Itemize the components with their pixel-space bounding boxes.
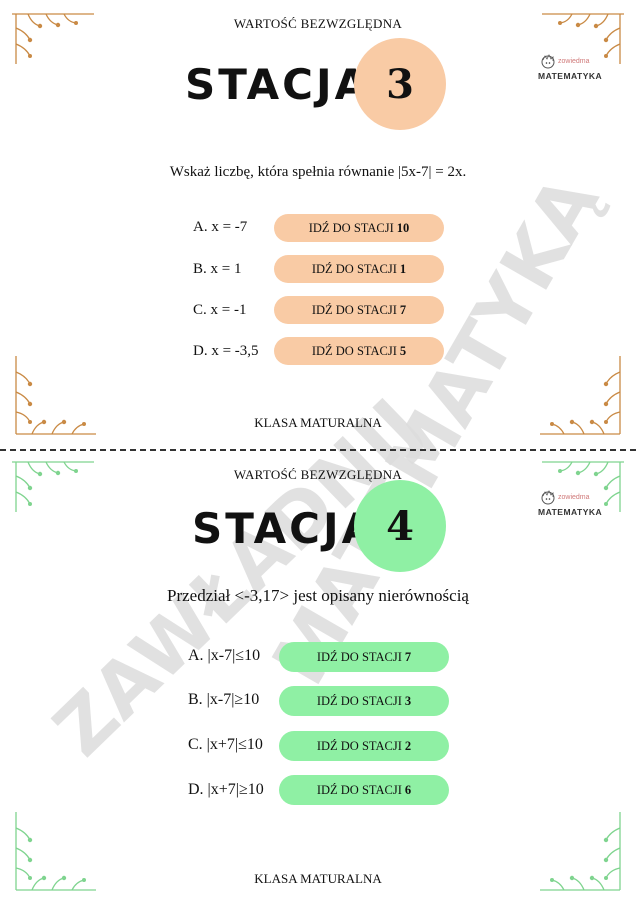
leaf-sprig-icon xyxy=(542,461,624,512)
option-b-label: B. |x-7|≥10 xyxy=(188,691,260,708)
leaf-sprig-icon xyxy=(15,812,96,891)
option-a-label: A. |x-7|≤10 xyxy=(188,647,261,664)
station-heading: STACJA xyxy=(185,60,371,109)
brand-small-text: zowiedma xyxy=(558,494,590,501)
button-text: IDŹ DO STACJI xyxy=(308,220,394,235)
option-d-label: D. x = -3,5 xyxy=(193,343,259,359)
station-card-3: WARTOŚĆ BEZWZGLĘDNA STACJA 3 zowiedma MA… xyxy=(12,13,624,435)
button-text: IDŹ DO STACJI xyxy=(311,343,397,358)
cut-line xyxy=(0,449,636,451)
brand-logo: zowiedma MATEMATYKA xyxy=(538,490,610,530)
station-heading: STACJA xyxy=(192,504,378,553)
button-text: IDŹ DO STACJI xyxy=(316,782,402,797)
leaf-sprig-icon xyxy=(540,812,621,891)
station-number: 3 xyxy=(354,38,446,130)
option-d-label: D. |x+7|≥10 xyxy=(188,781,264,798)
question-text: Wskaż liczbę, która spełnia równanie |5x… xyxy=(169,164,467,180)
button-target: 2 xyxy=(404,738,412,753)
button-target: 3 xyxy=(404,693,412,708)
hedgehog-icon xyxy=(541,54,555,69)
button-text: IDŹ DO STACJI xyxy=(316,649,402,664)
brand-logo: zowiedma MATEMATYKA xyxy=(538,54,610,94)
footer-label: KLASA MATURALNA xyxy=(254,871,382,886)
leaf-sprig-icon xyxy=(12,13,94,64)
station-card-4: WARTOŚĆ BEZWZGLĘDNA STACJA 4 zowiedma MA… xyxy=(0,450,636,900)
button-target: 6 xyxy=(404,782,412,797)
leaf-sprig-icon xyxy=(540,356,621,435)
brand-big-text: MATEMATYKA xyxy=(538,71,603,81)
button-target: 7 xyxy=(399,302,407,317)
station-number: 4 xyxy=(354,480,446,572)
button-target: 1 xyxy=(399,261,407,276)
button-target: 5 xyxy=(399,343,407,358)
leaf-sprig-icon xyxy=(15,356,96,435)
option-c-label: C. |x+7|≤10 xyxy=(188,736,263,753)
question-text: Przedział <-3,17> jest opisany nierównoś… xyxy=(167,586,469,605)
button-target: 7 xyxy=(404,649,412,664)
button-text: IDŹ DO STACJI xyxy=(316,693,402,708)
option-a-label: A. x = -7 xyxy=(193,219,248,235)
option-b-label: B. x = 1 xyxy=(193,261,242,277)
leaf-sprig-icon xyxy=(542,13,624,64)
brand-big-text: MATEMATYKA xyxy=(538,507,603,517)
option-c-label: C. x = -1 xyxy=(193,302,247,318)
button-text: IDŹ DO STACJI xyxy=(311,302,397,317)
button-text: IDŹ DO STACJI xyxy=(311,261,397,276)
button-target: 10 xyxy=(396,220,410,235)
leaf-sprig-icon xyxy=(12,461,94,512)
topic-title: WARTOŚĆ BEZWZGLĘDNA xyxy=(233,16,403,31)
brand-small-text: zowiedma xyxy=(558,58,590,65)
footer-label: KLASA MATURALNA xyxy=(254,415,382,430)
hedgehog-icon xyxy=(541,490,555,505)
topic-title: WARTOŚĆ BEZWZGLĘDNA xyxy=(233,467,403,482)
button-text: IDŹ DO STACJI xyxy=(316,738,402,753)
